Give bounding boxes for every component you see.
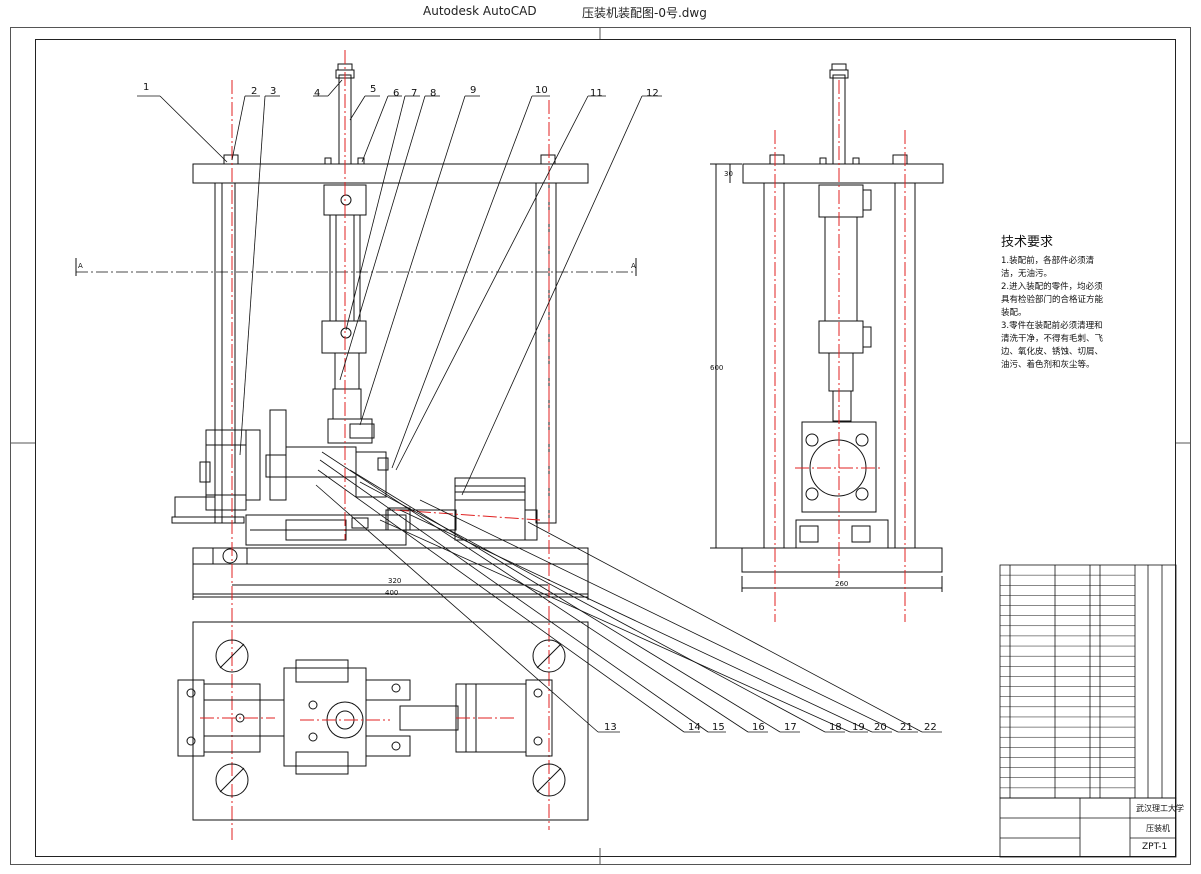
section-mark-right: A [631, 262, 636, 270]
bom-table [999, 564, 1177, 799]
side-centerlines [774, 80, 906, 622]
callout-17: 17 [784, 722, 797, 733]
front-view [171, 63, 589, 600]
dim-side-width: 260 [835, 580, 848, 588]
window-titlebar: Autodesk AutoCAD 压装机装配图-0号.dwg [0, 0, 1201, 24]
tech-item-1: 1.装配前，各部件必须清洁，无油污。 [1001, 256, 1095, 279]
dim-top-plate: 30 [724, 170, 733, 178]
drawing-frame [35, 39, 1176, 857]
callout-15: 15 [712, 722, 725, 733]
callout-11: 11 [590, 88, 603, 99]
file-name: 压装机装配图-0号.dwg [582, 6, 707, 20]
callout-19: 19 [852, 722, 865, 733]
callout-13: 13 [604, 722, 617, 733]
callout-6: 6 [393, 88, 399, 99]
dim-base-1: 320 [388, 577, 401, 585]
tech-requirements: 技术要求 1.装配前，各部件必须清洁，无油污。 2.进入装配的零件，均必须具有检… [1001, 236, 1111, 372]
callout-16: 16 [752, 722, 765, 733]
top-view [177, 621, 589, 821]
tech-requirements-title: 技术要求 [1001, 235, 1054, 250]
dim-base-2: 400 [385, 589, 398, 597]
callout-5: 5 [370, 84, 376, 95]
title-block-drawing-no: ZPT-1 [1142, 842, 1168, 852]
callout-10: 10 [535, 85, 548, 96]
callout-8: 8 [430, 88, 436, 99]
callout-18: 18 [829, 722, 842, 733]
callout-20: 20 [874, 722, 887, 733]
title-block-school: 武汉理工大学 [1136, 804, 1184, 813]
title-block [999, 797, 1177, 858]
callout-7: 7 [411, 88, 417, 99]
dim-side-height: 600 [710, 364, 723, 372]
callout-9: 9 [470, 85, 476, 96]
callout-22: 22 [924, 722, 937, 733]
app-title: Autodesk AutoCAD [423, 4, 537, 18]
callout-2: 2 [251, 86, 257, 97]
section-mark-left: A [78, 262, 83, 270]
callout-12: 12 [646, 88, 659, 99]
title-block-drawing-name: 压装机 [1146, 824, 1170, 833]
side-view [710, 63, 944, 592]
leader-lines [137, 79, 942, 733]
centerlines [231, 50, 550, 840]
callout-4: 4 [314, 88, 320, 99]
callout-3: 3 [270, 86, 276, 97]
callout-14: 14 [688, 722, 701, 733]
callout-21: 21 [900, 722, 913, 733]
tech-item-3: 3.零件在装配前必须清理和清洗干净，不得有毛刺、飞边、氧化皮、锈蚀、切屑、油污、… [1001, 321, 1104, 370]
callout-1: 1 [143, 82, 149, 93]
tech-item-2: 2.进入装配的零件，均必须具有检验部门的合格证方能装配。 [1001, 282, 1104, 318]
